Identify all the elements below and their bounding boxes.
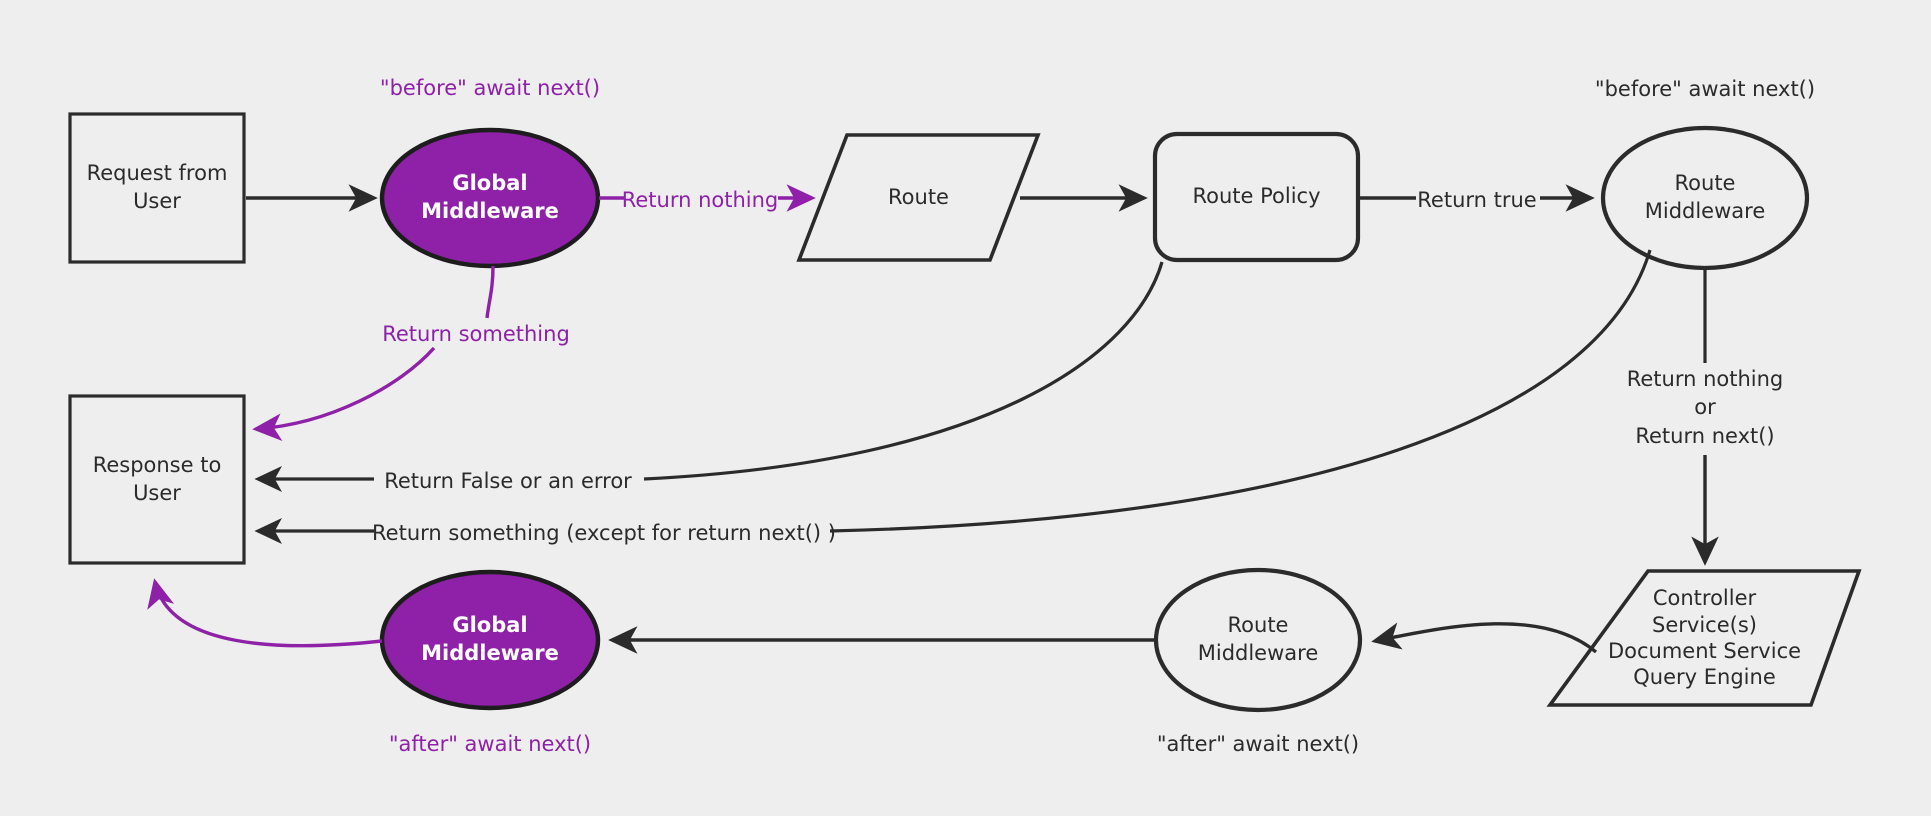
edge-label-return-false-or-an-error: Return False or an error <box>384 469 632 493</box>
edge-label-return-nothing-or-return-next: Return nothing or Return next() <box>1627 365 1784 450</box>
annotation-after-await-next-route-middleware: "after" await next() <box>1156 732 1360 756</box>
return-nothing-or-line-2: or <box>1694 395 1716 420</box>
node-controller-services <box>1546 569 1862 707</box>
edge-return-something-to-response <box>252 346 436 442</box>
return-nothing-or-line-3: Return next() <box>1635 423 1775 448</box>
node-global-middleware-bottom <box>379 569 601 711</box>
edge-global-middleware-return-something-upper <box>485 265 495 319</box>
node-route-middleware-top <box>1600 125 1810 271</box>
return-nothing-or-line-1: Return nothing <box>1626 367 1784 391</box>
node-global-middleware-top <box>379 127 601 269</box>
edge-label-return-true: Return true <box>1417 188 1537 212</box>
edge-route-policy-to-return-false-curve <box>643 261 1164 481</box>
node-route <box>796 133 1041 262</box>
edge-global-middleware-bottom-to-response <box>147 578 383 648</box>
node-response-to-user <box>68 394 246 565</box>
edge-controller-to-route-middleware-bottom <box>1371 622 1598 654</box>
annotation-after-await-next-global: "after" await next() <box>388 732 592 756</box>
edge-route-middleware-to-return-something-except-curve <box>829 249 1652 533</box>
edge-label-return-something-except: Return something (except for return next… <box>372 521 836 545</box>
annotation-before-await-next-global: "before" await next() <box>379 76 601 100</box>
node-request-from-user <box>68 112 246 264</box>
edge-label-return-something: Return something <box>382 322 570 346</box>
node-route-policy <box>1152 131 1361 263</box>
annotation-before-await-next-route-middleware: "before" await next() <box>1594 77 1816 101</box>
edge-label-return-nothing: Return nothing <box>621 188 779 212</box>
node-route-middleware-bottom <box>1153 567 1363 713</box>
